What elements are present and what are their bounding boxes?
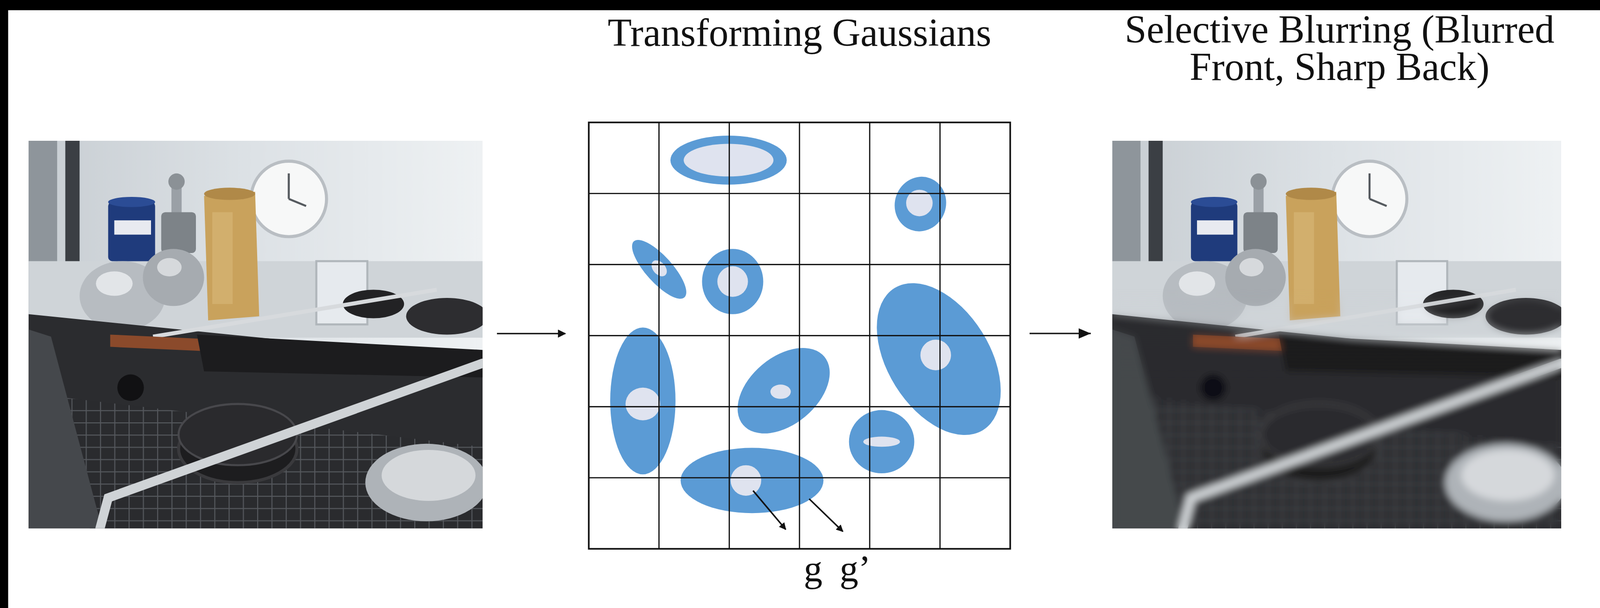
flow-arrow (497, 332, 566, 335)
gaussian (886, 169, 954, 239)
image-panel: Selective Blurring (Blurred Front, Sharp… (1091, 9, 1588, 529)
gaussian (680, 447, 824, 514)
flow-arrow (1029, 332, 1091, 335)
blurred-photo (1112, 140, 1567, 529)
gaussian (721, 330, 846, 451)
gaussian (701, 248, 764, 315)
vector-label: g’ (839, 549, 872, 588)
panel-title: Selective Blurring (Blurred Front, Sharp… (1091, 10, 1588, 86)
panel-title: Transforming Gaussians (570, 13, 1029, 53)
vector-arrow (753, 490, 786, 530)
grid-panel: Transforming Gaussians (570, 9, 1029, 549)
pixel-grid (588, 122, 1010, 549)
input-photo (28, 140, 488, 529)
vector-label: g (803, 549, 823, 588)
vector-arrow (809, 498, 844, 532)
gaussian (849, 410, 915, 474)
gaussian (610, 327, 676, 475)
gaussian-ellipses (610, 135, 1027, 513)
gaussian (670, 135, 787, 185)
page-ground (7, 10, 1600, 608)
